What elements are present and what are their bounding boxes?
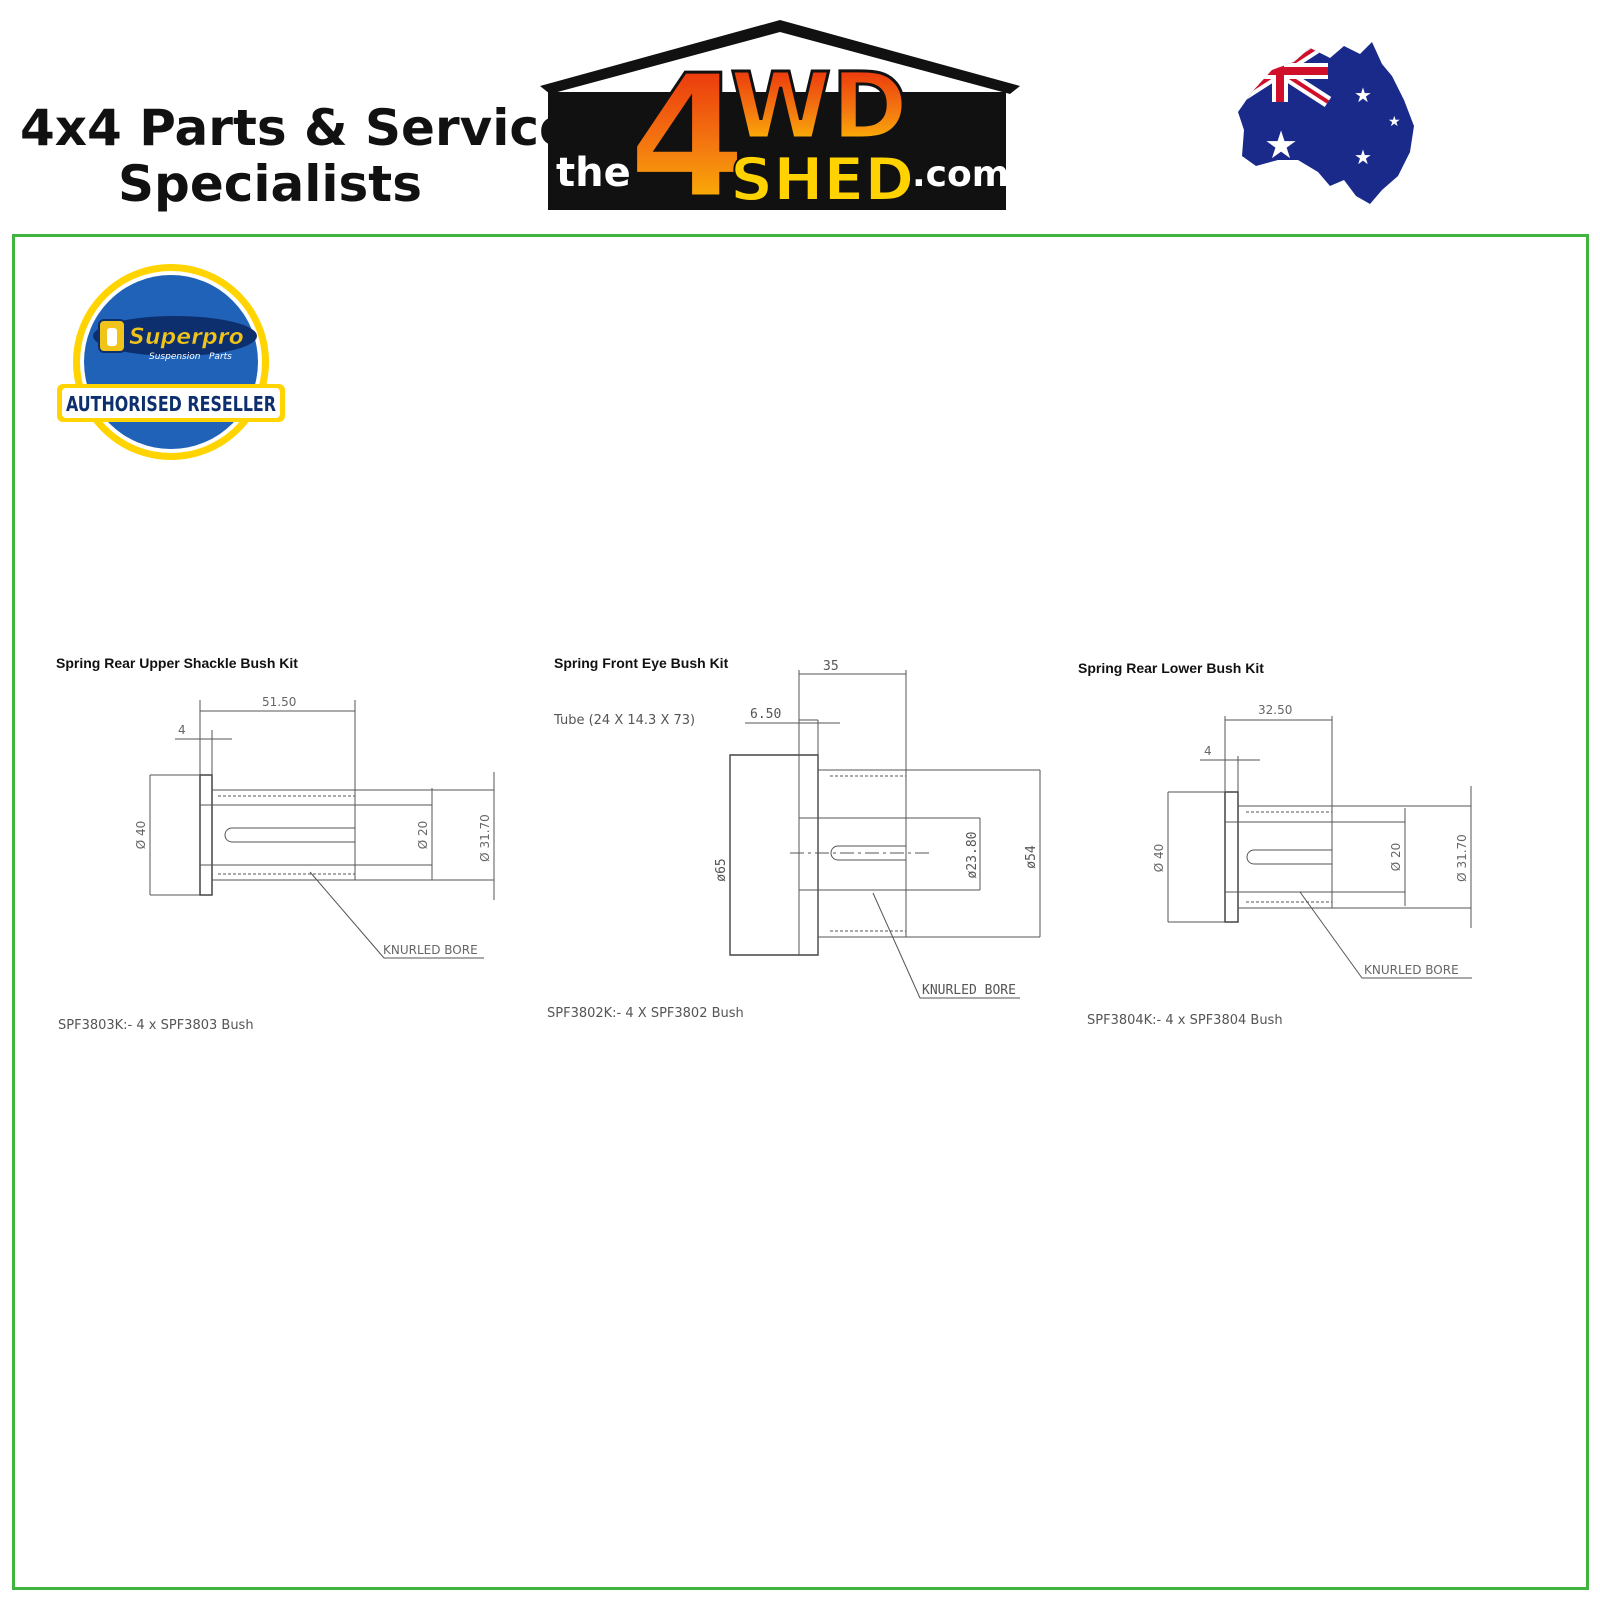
dim-front-outer: ø65: [714, 858, 729, 881]
tagline-line-1: 4x4 Parts & Service: [20, 99, 573, 157]
kit-note-front-eye: SPF3802K:- 4 X SPF3802 Bush: [547, 1006, 744, 1021]
dim-front-flange: 6.50: [750, 707, 781, 722]
logo-com: .com: [912, 154, 1009, 195]
tagline-line-2: Specialists: [118, 155, 422, 213]
callout-front-knurled: KNURLED BORE: [922, 983, 1016, 998]
dim-front-length: 35: [823, 659, 839, 674]
drawing-rear-lower: [1167, 716, 1472, 979]
dim-front-bore: ø23.80: [965, 832, 980, 879]
svg-text:★: ★: [1264, 123, 1298, 167]
dim-upper-outer: Ø 40: [134, 821, 148, 850]
badge-ribbon: AUTHORISED RESELLER: [66, 392, 276, 416]
dim-upper-body: Ø 31.70: [478, 814, 492, 862]
logo-wd: WD: [730, 53, 908, 160]
drawing-front-eye: [729, 670, 1041, 999]
superpro-authorised-reseller-badge[interactable]: Superpro Suspension Parts AUTHORISED RES…: [55, 262, 295, 472]
dim-lower-outer: Ø 40: [1152, 844, 1166, 873]
callout-upper-knurled: KNURLED BORE: [383, 943, 478, 957]
dim-upper-flange: 4: [178, 723, 186, 737]
superpro-bushing-icon: [98, 319, 126, 353]
logo-digit-4: 4: [628, 39, 746, 218]
svg-text:★: ★: [1388, 114, 1401, 130]
drawing-upper-shackle: [149, 700, 495, 959]
kit-note-rear-lower: SPF3804K:- 4 x SPF3804 Bush: [1087, 1013, 1283, 1028]
dim-lower-flange: 4: [1204, 744, 1212, 758]
kit-title-upper-shackle: Spring Rear Upper Shackle Bush Kit: [56, 655, 298, 671]
svg-text:★: ★: [1354, 83, 1372, 107]
dim-lower-bore: Ø 20: [1389, 843, 1403, 872]
logo-the: the: [556, 150, 631, 196]
dim-upper-length: 51.50: [262, 695, 296, 709]
content-frame: [12, 234, 1589, 1590]
kit-tube-front-eye: Tube (24 X 14.3 X 73): [554, 713, 696, 728]
kit-title-front-eye: Spring Front Eye Bush Kit: [554, 655, 729, 671]
dim-lower-body: Ø 31.70: [1455, 834, 1469, 882]
kit-note-upper-shackle: SPF3803K:- 4 x SPF3803 Bush: [58, 1018, 254, 1033]
australia-flag-map-icon: ★ ★ ★ ★: [1238, 42, 1414, 204]
badge-brand: Superpro: [129, 325, 244, 350]
svg-text:★: ★: [1354, 145, 1372, 169]
badge-sub-left: Suspension: [149, 352, 201, 362]
dim-upper-bore: Ø 20: [416, 821, 430, 850]
dim-lower-length: 32.50: [1258, 703, 1292, 717]
dim-front-body: ø54: [1024, 845, 1039, 869]
kit-title-rear-lower: Spring Rear Lower Bush Kit: [1078, 660, 1264, 676]
badge-sub-right: Parts: [209, 352, 232, 362]
the4wdshed-logo[interactable]: 4 WD the SHED .com: [540, 18, 1020, 218]
logo-shed: SHED: [730, 145, 914, 215]
tagline: 4x4 Parts & Service Specialists: [20, 99, 573, 213]
callout-lower-knurled: KNURLED BORE: [1364, 963, 1459, 977]
